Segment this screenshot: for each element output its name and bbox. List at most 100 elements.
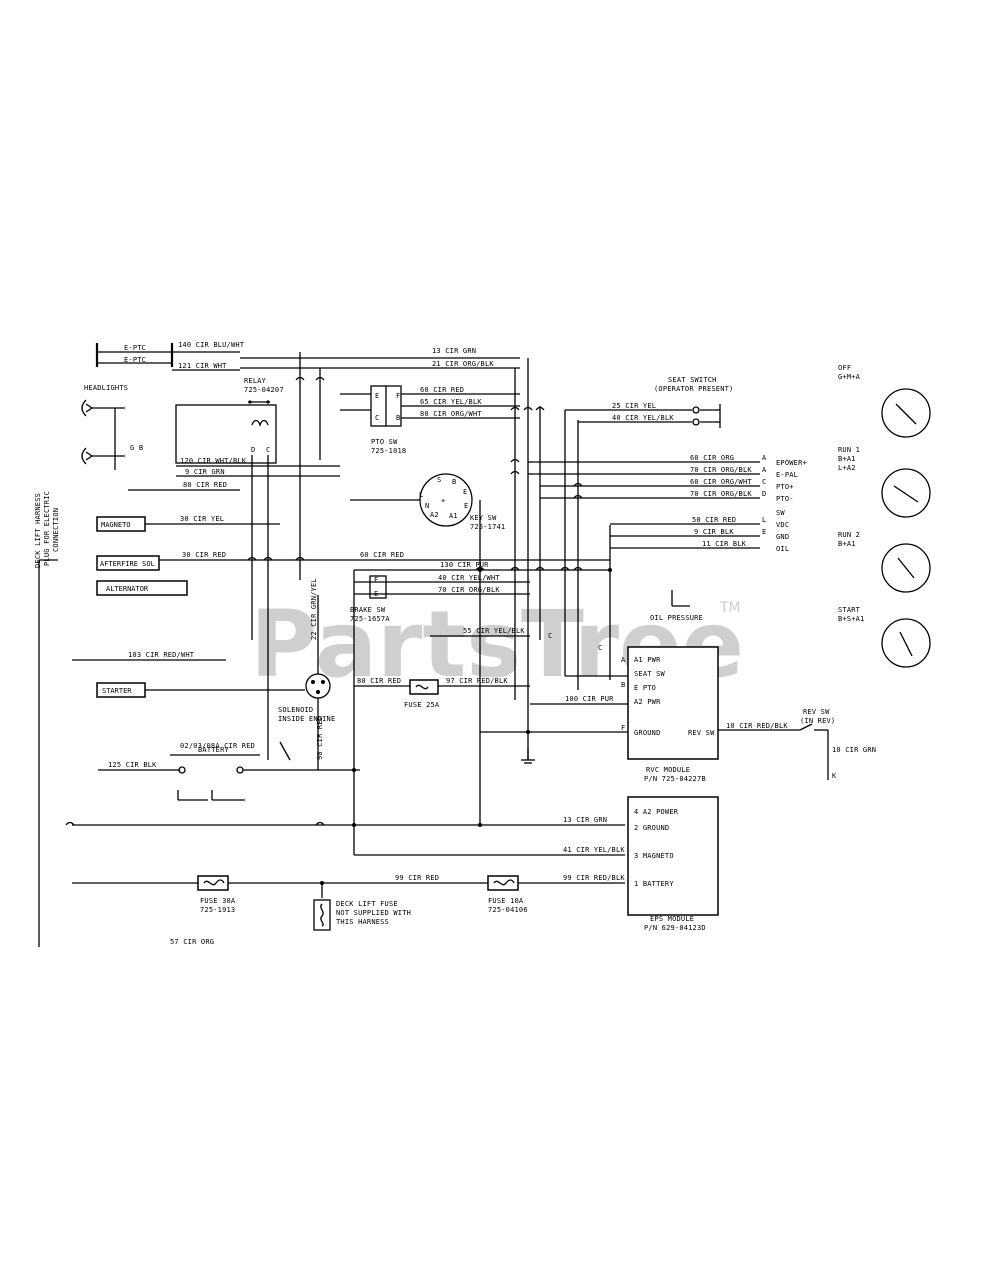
svg-text:C: C [548,632,552,640]
deck-lift-plug-label: PLUG FOR ELECTRIC [43,491,51,566]
rvc-module: A1 PWR SEAT SW E PTO A2 PWR GROUND REV S… [621,646,876,783]
rvc-pin-a1-pwr: A1 PWR [634,656,661,664]
eptc-block: E-PTC E-PTC 140 CIR BLU/WHT 121 CIR WHT [95,341,245,371]
eptc-label-1: E-PTC [124,344,146,352]
wire-100-label: 100 CIR PUR [565,695,614,703]
wire-25-label: 25 CIR YEL [612,402,656,410]
svg-text:A2: A2 [430,511,439,519]
svg-text:E: E [762,528,766,536]
eptc-label-2: E-PTC [124,356,146,364]
wire-99-label: 99 CIR RED [395,874,439,882]
eps-pin-battery: 1 BATTERY [634,880,674,888]
fuse-10a-part: 725-04106 [488,906,528,914]
wire-40-seat-label: 40 CIR YEL/BLK [612,414,674,422]
wire-10-label: 10 CIR RED/BLK [726,722,788,730]
right-harness: 60 CIR ORG 70 CIR ORG/BLK 60 CIR ORG/WHT… [528,454,807,553]
key-switch-part: 725-1741 [470,523,505,531]
rvc-pin-seat-sw: SEAT SW [634,670,665,678]
wire-70-orgblk-label: 70 CIR ORG/BLK [690,490,752,498]
svg-text:L: L [419,491,423,499]
brake-switch-label: BRAKE SW [350,606,386,614]
relay-part-number: 725-04207 [244,386,284,394]
svg-text:D: D [762,490,766,498]
deck-lift-not-supplied: NOT SUPPLIED WITH [336,909,411,917]
rvc-pin-ground: GROUND [634,729,661,737]
svg-text:B: B [396,414,400,422]
wire-9-blk-label: 9 CIR BLK [694,528,734,536]
rvc-module-part: P/N 725-04227B [644,775,706,783]
eps-pin-magneto: 3 MAGNETO [634,852,674,860]
legend-start-sub: B+S+A1 [838,615,865,623]
harness-oil: OIL [776,545,789,553]
starter-label: STARTER [102,687,132,695]
svg-text:S: S [437,476,441,484]
seat-switch: SEAT SWITCH (OPERATOR PRESENT) 25 CIR YE… [565,376,733,428]
wire-80-red-b-label: 80 CIR RED [357,677,401,685]
rev-switch-in-rev: (IN REV) [800,717,835,725]
deck-lift-connection-label: CONNECTION [52,508,60,552]
svg-text:E: E [464,502,468,510]
svg-text:C: C [266,446,270,454]
top-wires: 13 CIR GRN 21 CIR ORG/BLK [240,347,520,580]
wire-13-top-label: 13 CIR GRN [432,347,476,355]
battery-label: BATTERY [198,746,229,754]
svg-text:D: D [251,446,255,454]
fuse-25a-label: FUSE 25A [404,701,440,709]
wire-60-org-label: 60 CIR ORG [690,454,734,462]
harness-gnd: GND [776,533,789,541]
svg-text:E: E [375,392,379,400]
wire-13-label: 13 CIR GRN [563,816,607,824]
eps-module: 4 A2 POWER 2 GROUND 3 MAGNETO 1 BATTERY … [627,796,719,932]
wire-60-orgwht-label: 60 CIR ORG/WHT [690,478,752,486]
fuse-30a-part: 725-1913 [200,906,235,914]
wire-30-label: 30 CIR YEL [180,515,224,523]
magneto-label: MAGNETO [101,521,131,529]
svg-text:G B: G B [130,444,143,452]
wire-60-red-a-label: 60 CIR RED [420,386,464,394]
eps-module-part: P/N 629-04123D [644,924,706,932]
svg-text:F: F [374,576,378,584]
afterfire-solenoid-label: AFTERFIRE SOL [100,560,155,568]
wire-99b-label: 99 CIR RED/BLK [563,874,625,882]
key-switch-label: KEY SW [470,514,497,522]
wire-125-label: 125 CIR BLK [108,761,157,769]
oil-pressure-label: OIL PRESSURE [650,614,703,622]
wire-130-label: 130 CIR PUR [440,561,489,569]
watermark-trademark: TM [719,600,741,616]
svg-text:A: A [762,466,767,474]
wire-30-red-label: 30 CIR RED [182,551,226,559]
svg-text:N: N [425,502,429,510]
left-bus: DECK LIFT HARNESS PLUG FOR ELECTRIC CONN… [34,491,60,947]
wire-70-org-label: 70 CIR ORG/BLK [690,466,752,474]
eps-module-label: EPS MODULE [650,915,694,923]
rvc-module-label: RVC MODULE [646,766,690,774]
deck-lift-harness-label: DECK LIFT HARNESS [34,493,42,568]
relay: RELAY 725-04207 D C [175,377,284,760]
junction-dots [320,568,612,885]
wire-11-label: 11 CIR BLK [702,540,747,548]
svg-text:C: C [762,478,766,486]
wire-41-label: 41 CIR YEL/BLK [563,846,625,854]
wire-65-label: 65 CIR YEL/BLK [420,398,482,406]
wire-21-label: 21 CIR ORG/BLK [432,360,494,368]
wire-90-label: 90 CIR RED [316,716,324,760]
svg-text:+: + [441,497,445,505]
pto-switch-label: PTO SW [371,438,398,446]
headlights-label: HEADLIGHTS [84,384,128,392]
legend-run1-sub2: L+A2 [838,464,856,472]
alternator: ALTERNATOR [96,580,188,596]
svg-text:A1: A1 [449,512,458,520]
wire-22-label: 22 CIR GRN/YEL [310,578,318,640]
eps-pin-a2-power: 4 A2 POWER [634,808,679,816]
solenoid: SOLENOID INSIDE ENGINE 22 CIR GRN/YEL 90… [278,578,335,770]
pto-switch: E F C B PTO SW 725-1018 60 CIR RED 65 CI… [340,385,520,455]
svg-text:A: A [762,454,767,462]
harness-epal: E-PAL [776,471,798,479]
legend-run1-sub: B+A1 [838,455,856,463]
key-switch: S B E E L A2 A1 N + KEY SW 725-1741 [350,473,505,531]
harness-sw: SW [776,509,785,517]
harness-epower: EPOWER+ [776,459,807,467]
legend-run2-sub: B+A1 [838,540,856,548]
